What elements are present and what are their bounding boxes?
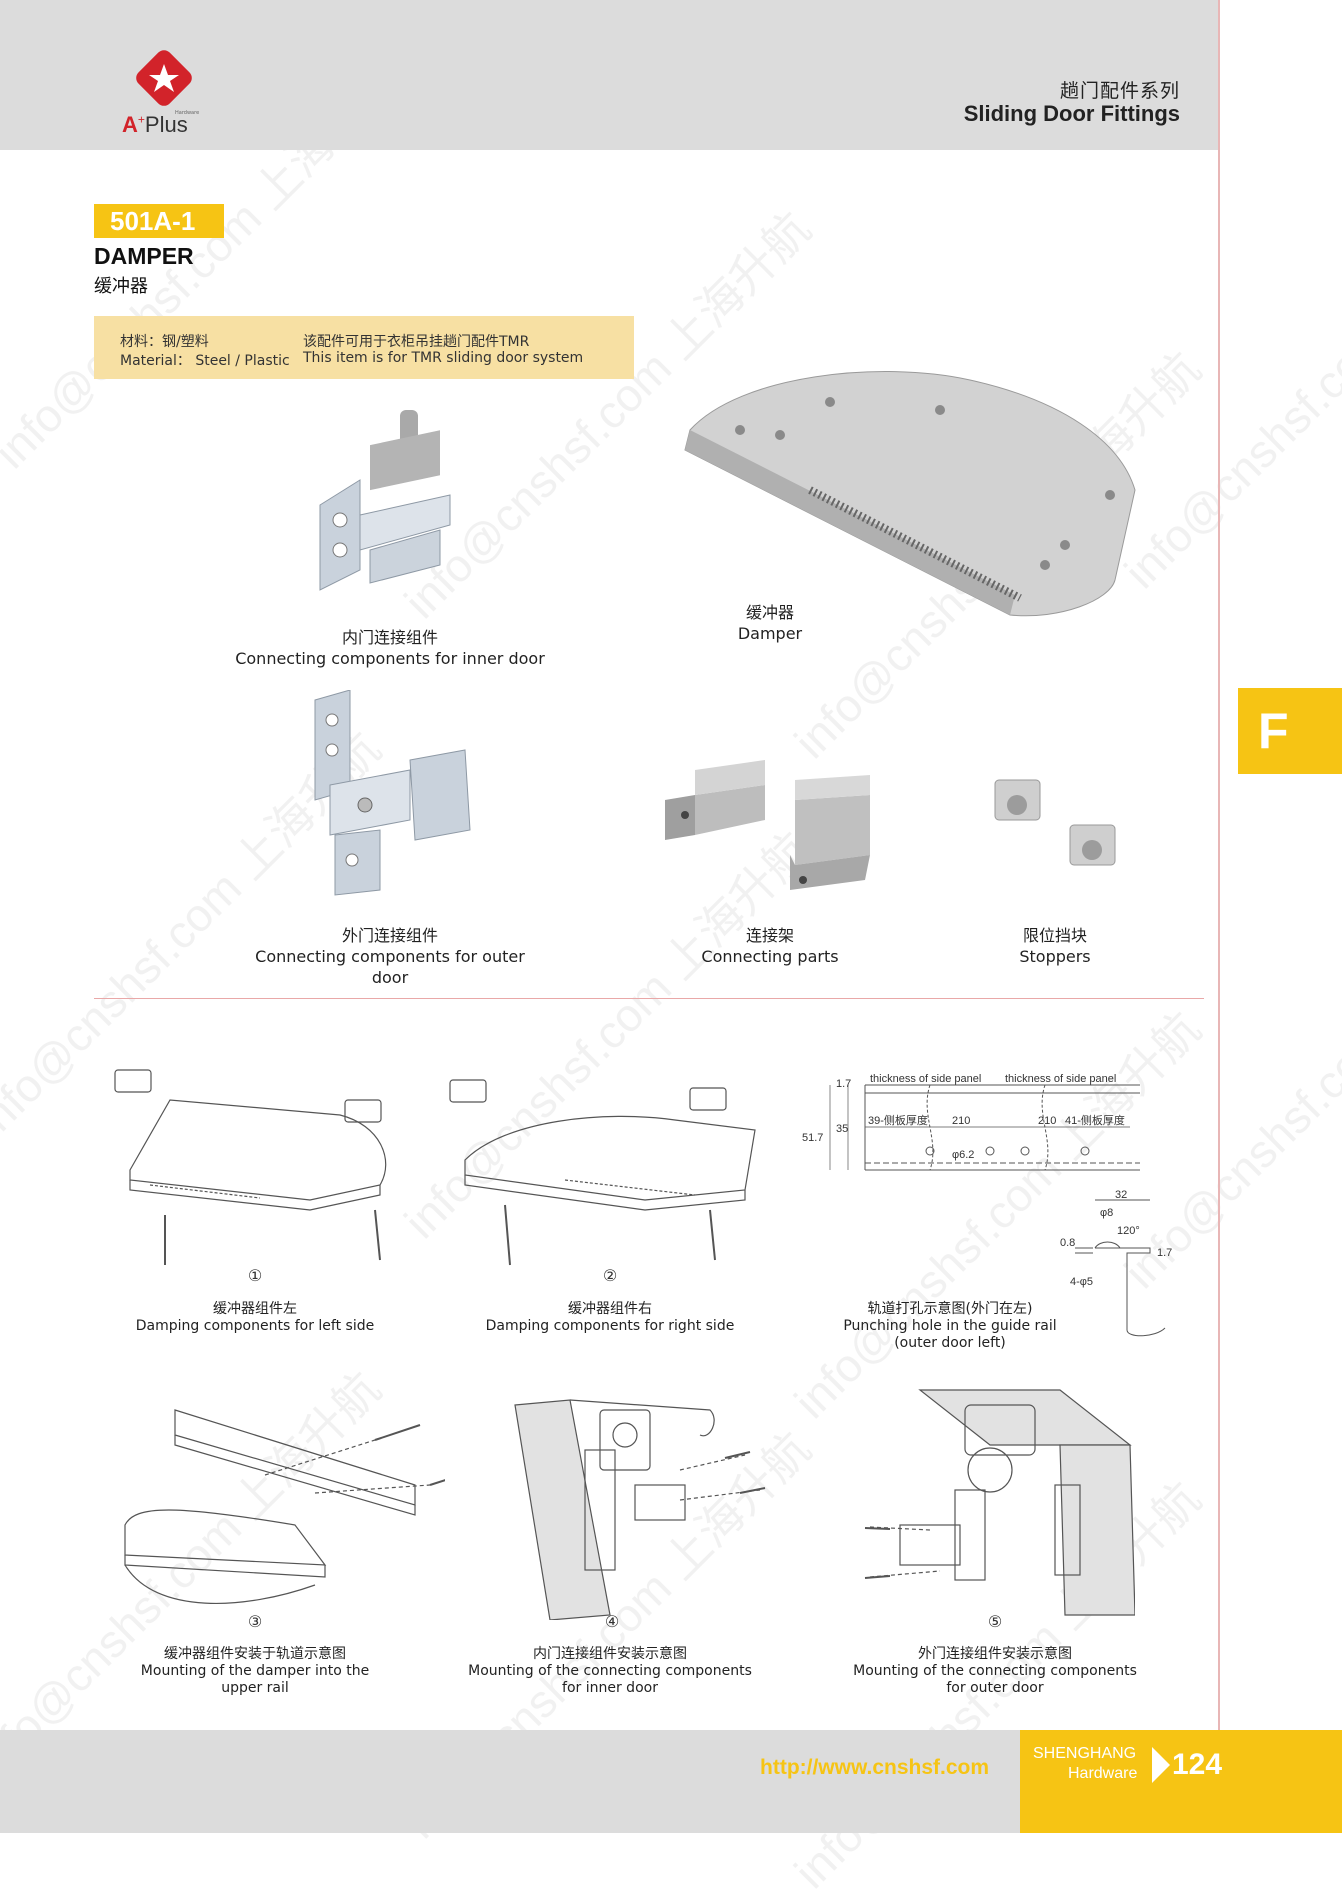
diagram-en-3: Punching hole in the guide rail — [843, 1318, 1057, 1334]
footer-brand-band — [1020, 1730, 1342, 1833]
section-t2: 1.7 — [1157, 1247, 1172, 1259]
rail-label-h-mid: 35 — [836, 1123, 848, 1135]
part-en-inner: Connecting components for inner door — [235, 649, 545, 668]
part-en-outer: Connecting components for outer door — [255, 947, 525, 987]
rail-label-span-1: 210 — [952, 1115, 970, 1127]
part-en-damper: Damper — [737, 624, 803, 643]
diagram-cn-6: 外门连接组件安装示意图 — [918, 1646, 1072, 1662]
part-en-connecting: Connecting parts — [701, 947, 839, 966]
right-damper-drawing — [449, 1079, 756, 1266]
diagram-number-5: ⑤ — [987, 1612, 1003, 1631]
section-d8: φ8 — [1100, 1207, 1113, 1219]
spec-box — [94, 316, 634, 379]
usage-cn: 该配件可用于衣柜吊挂趟门配件TMR — [303, 334, 530, 350]
brand-sub: Hardware — [175, 110, 200, 116]
material-cn: 材料：钢/塑料 — [120, 334, 209, 350]
diagram-en-6: Mounting of the connecting components — [853, 1663, 1137, 1679]
inner-door-mounting-drawing — [514, 1399, 766, 1620]
part-cn-damper: 缓冲器 — [745, 603, 794, 622]
left-damper-drawing — [114, 1069, 387, 1265]
brand-plus: Plus — [144, 112, 188, 137]
rail-label-h-top: 1.7 — [836, 1078, 851, 1090]
footer-band — [0, 1730, 1020, 1833]
series-title-en: Sliding Door Fittings — [963, 101, 1180, 126]
rail-label-side-panel-2: thickness of side panel — [1005, 1073, 1116, 1085]
diagram-en-5b: for inner door — [562, 1680, 658, 1696]
rail-label-right-dim: 41-侧板厚度 — [1065, 1113, 1125, 1127]
rail-punching-drawing: thickness of side panel thickness of sid… — [802, 1073, 1140, 1171]
product-name-cn: 缓冲器 — [94, 276, 148, 297]
section-tab: F — [1238, 688, 1342, 774]
footer-brand-sub: Hardware — [1068, 1765, 1138, 1782]
diagram-number-2: ② — [602, 1266, 618, 1285]
diagram-cn-2: 缓冲器组件右 — [568, 1301, 652, 1317]
connecting-parts-image — [665, 760, 870, 890]
footer-brand-name: SHENGHANG — [1033, 1745, 1137, 1762]
diagram-number-4: ④ — [604, 1612, 620, 1631]
diagram-en-4: Mounting of the damper into the — [140, 1663, 370, 1679]
diagram-cn-4: 缓冲器组件安装于轨道示意图 — [164, 1646, 346, 1662]
diagram-en-3b: (outer door left) — [894, 1335, 1006, 1351]
diagram-en-4b: upper rail — [221, 1680, 289, 1696]
page-number: 124 — [1172, 1748, 1223, 1781]
diagram-cn-5: 内门连接组件安装示意图 — [533, 1646, 687, 1662]
rail-label-span-2: 210 — [1038, 1115, 1056, 1127]
section-angle: 120° — [1117, 1225, 1140, 1237]
part-en-stoppers: Stoppers — [1019, 947, 1091, 966]
material-en: Material： Steel / Plastic — [120, 353, 290, 369]
logo-wordmark: A+Plus — [122, 112, 188, 137]
diagram-en-2: Damping components for right side — [485, 1318, 735, 1334]
section-divider — [94, 998, 1204, 999]
rail-label-hole: φ6.2 — [952, 1149, 974, 1161]
outer-door-mounting-drawing — [864, 1389, 1135, 1616]
rail-section-drawing: 32 φ8 120° 0.8 1.7 4-φ5 — [1060, 1190, 1172, 1337]
product-name-en: DAMPER — [94, 243, 194, 269]
diagram-number-3: ③ — [247, 1612, 263, 1631]
outer-door-connector-image — [314, 690, 471, 896]
aplus-logo — [136, 50, 192, 106]
model-badge: 501A-1 — [94, 204, 224, 238]
diagram-en-5: Mounting of the connecting components — [468, 1663, 752, 1679]
part-cn-stoppers: 限位挡块 — [1022, 926, 1087, 945]
stoppers-image — [994, 779, 1116, 866]
inner-door-connector-image — [319, 410, 451, 591]
part-cn-inner: 内门连接组件 — [341, 628, 438, 647]
part-cn-outer: 外门连接组件 — [341, 926, 438, 945]
section-t1: 0.8 — [1060, 1237, 1075, 1249]
arrow-right-icon — [1152, 1747, 1170, 1783]
rail-label-h-total: 51.7 — [802, 1132, 823, 1144]
damper-mounting-drawing — [124, 1409, 445, 1604]
damper-image — [684, 371, 1136, 617]
diagram-cn-1: 缓冲器组件左 — [213, 1301, 297, 1317]
header-band — [0, 0, 1218, 150]
diagram-cn-3: 轨道打孔示意图(外门在左) — [867, 1301, 1033, 1317]
diagram-number-1: ① — [247, 1266, 263, 1285]
margin-line — [1218, 0, 1220, 1833]
section-width: 32 — [1115, 1190, 1127, 1201]
rail-label-left-dim: 39-侧板厚度 — [868, 1113, 928, 1127]
part-cn-connecting: 连接架 — [745, 926, 794, 945]
diagram-en-6b: for outer door — [946, 1680, 1044, 1696]
website-link[interactable]: http://www.cnshsf.com — [760, 1756, 990, 1779]
series-title-cn: 趟门配件系列 — [1059, 80, 1180, 102]
usage-en: This item is for TMR sliding door system — [303, 350, 584, 366]
section-holes: 4-φ5 — [1070, 1276, 1093, 1288]
rail-label-side-panel-1: thickness of side panel — [870, 1073, 981, 1085]
diagram-en-1: Damping components for left side — [135, 1318, 375, 1334]
